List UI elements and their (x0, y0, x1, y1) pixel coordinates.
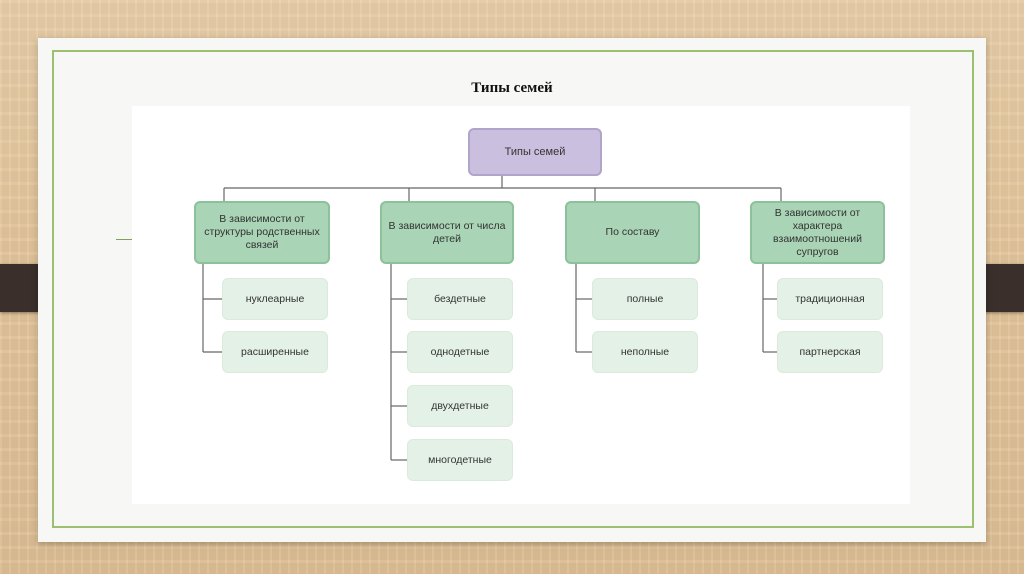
leaf-node: полные (592, 278, 698, 320)
category-node-relationship: В зависимости от характера взаимоотношен… (750, 201, 885, 264)
leaf-node: нуклеарные (222, 278, 328, 320)
category-node-composition: По составу (565, 201, 700, 264)
leaf-node: неполные (592, 331, 698, 373)
category-node-children: В зависимости от числа детей (380, 201, 514, 264)
root-node: Типы семей (468, 128, 602, 176)
slide-title: Типы семей (471, 80, 553, 96)
slide: Типы семей Ти (38, 38, 986, 542)
category-node-structure: В зависимости от структуры родственных с… (194, 201, 330, 264)
connector-lines (202, 176, 782, 461)
leaf-node: партнерская (777, 331, 883, 373)
slide-frame (52, 50, 974, 528)
decorative-line-left (116, 239, 146, 240)
leaf-node: бездетные (407, 278, 513, 320)
leaf-node: традиционная (777, 278, 883, 320)
leaf-node: расширенные (222, 331, 328, 373)
leaf-node: двухдетные (407, 385, 513, 427)
leaf-node: однодетные (407, 331, 513, 373)
family-types-diagram: Типы семей В зависимости от структуры ро… (132, 106, 910, 504)
leaf-node: многодетные (407, 439, 513, 481)
